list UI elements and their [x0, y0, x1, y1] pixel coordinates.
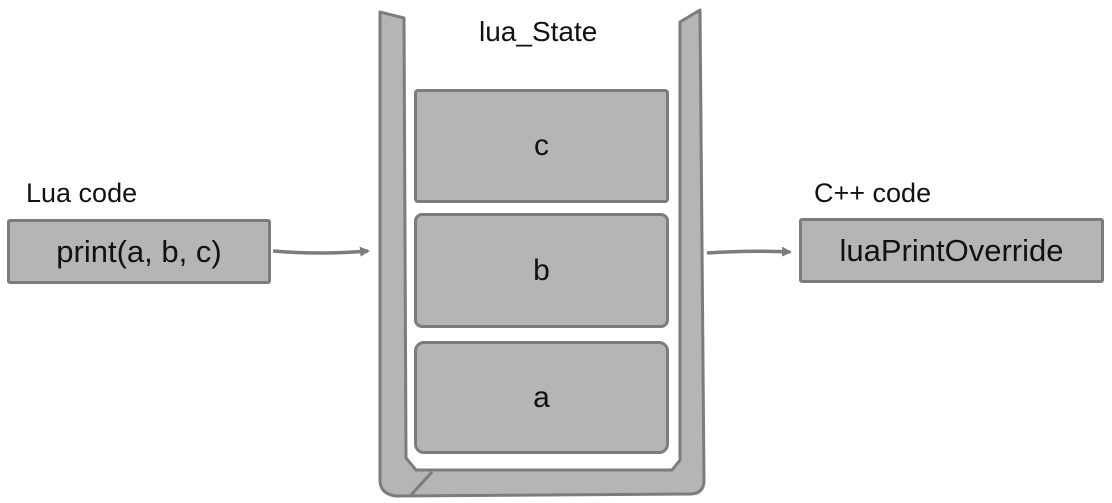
arrow-lua-to-state	[272, 246, 370, 257]
container-fold-line	[408, 470, 434, 498]
stack-item-b: b	[414, 213, 669, 328]
cpp-code-caption: C++ code	[814, 178, 932, 208]
lua-call-box: print(a, b, c)	[7, 219, 271, 284]
cpp-function-box: luaPrintOverride	[799, 218, 1104, 283]
lua-code-caption: Lua code	[26, 178, 138, 208]
lua-state-container	[378, 8, 706, 498]
stack-item-a: a	[414, 341, 669, 454]
stack-item-c: c	[414, 89, 669, 203]
lua-state-title: lua_State	[479, 16, 598, 47]
arrow-state-to-cpp	[706, 246, 792, 257]
